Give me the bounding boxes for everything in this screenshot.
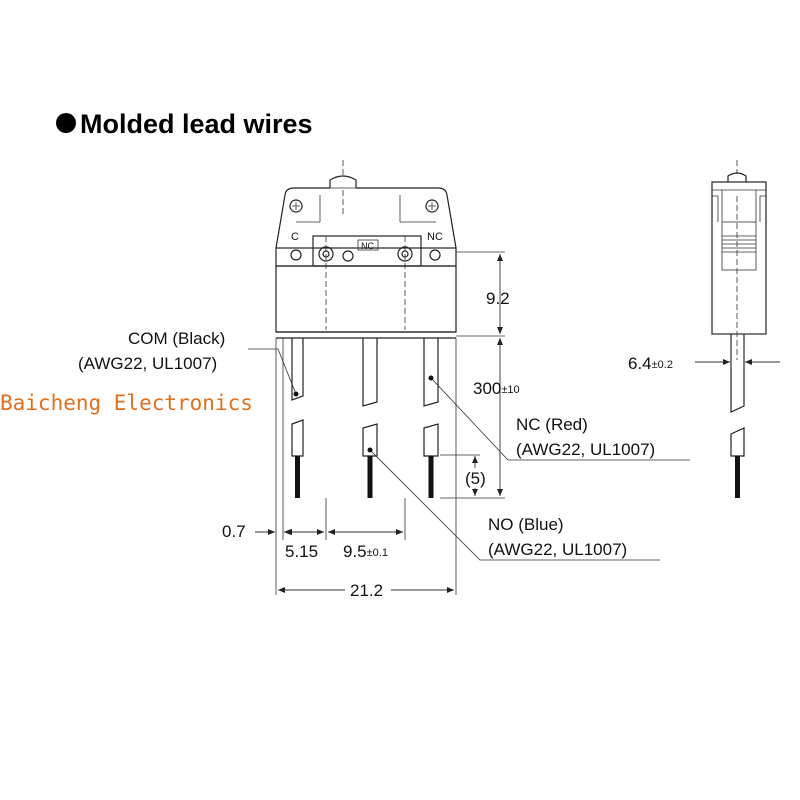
front-view: C NC NC — [275, 160, 457, 498]
terminal-label-nc: NC — [427, 231, 443, 243]
molded-body — [275, 265, 457, 333]
title-text: Molded lead wires — [80, 109, 313, 139]
side-housing — [711, 181, 767, 335]
dimension-lines: 9.2 300±10 (5) 0.7 5.15 9.5±0.1 21.2 — [222, 251, 520, 600]
lead-wire-com — [291, 338, 304, 498]
actuator — [326, 160, 360, 215]
screw-right-icon — [425, 199, 439, 213]
nc-marking-label: NC — [361, 241, 374, 251]
side-view: 6.4±0.2 — [628, 160, 780, 498]
bullet-icon — [56, 113, 76, 133]
terminal-label-c: C — [291, 231, 299, 243]
dim-lead-length-label: 300±10 — [473, 379, 520, 398]
dim-side-width-label: 6.4±0.2 — [628, 354, 673, 373]
dim-offset-label: 0.7 — [222, 522, 246, 541]
callout-no-name: NO (Blue) — [488, 515, 564, 534]
diagram-title: Molded lead wires — [56, 109, 313, 139]
lead-wire-nc — [423, 338, 439, 498]
screw-left-icon — [289, 199, 303, 213]
dim-width-label: 21.2 — [350, 581, 383, 600]
lead-wire-no — [362, 338, 378, 498]
wire-callouts: COM (Black) (AWG22, UL1007) NC (Red) (AW… — [78, 329, 690, 561]
switch-housing-top — [275, 187, 457, 249]
dim-strip-label: (5) — [465, 469, 486, 488]
callout-com-spec: (AWG22, UL1007) — [78, 354, 217, 373]
callout-no-spec: (AWG22, UL1007) — [488, 540, 627, 559]
dim-pitch1-label: 5.15 — [285, 542, 318, 561]
watermark-text: Baicheng Electronics — [0, 391, 253, 415]
callout-nc-spec: (AWG22, UL1007) — [516, 440, 655, 459]
nc-marking-box — [357, 239, 379, 251]
callout-com-name: COM (Black) — [128, 329, 225, 348]
dim-height-label: 9.2 — [486, 289, 510, 308]
callout-nc-name: NC (Red) — [516, 415, 588, 434]
dim-pitch2-label: 9.5±0.1 — [343, 542, 388, 561]
side-window — [721, 221, 757, 271]
